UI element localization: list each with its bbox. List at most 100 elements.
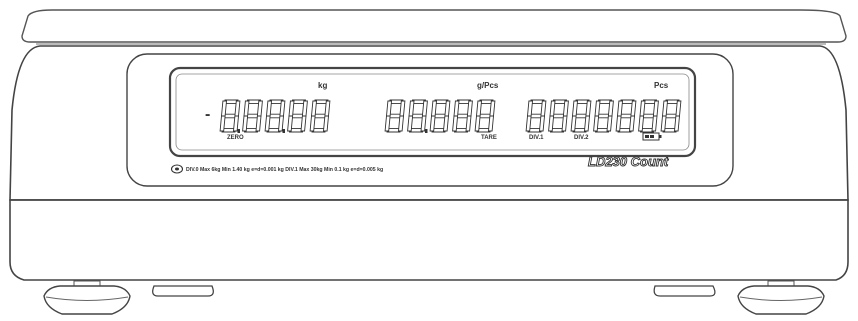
lcd-segment	[397, 115, 404, 132]
lcd-segment	[548, 115, 555, 132]
approval-mark-icon	[170, 164, 184, 174]
lcd-segment	[660, 115, 667, 132]
lcd-segment	[638, 115, 645, 132]
lcd-segment	[243, 100, 250, 117]
count-digit	[570, 99, 592, 133]
decimal-separator	[237, 129, 240, 133]
lcd-segment	[407, 115, 414, 132]
lcd-segment	[489, 100, 496, 117]
lcd-segment	[476, 100, 483, 117]
lcd-segment	[639, 100, 646, 117]
lcd-segment	[527, 100, 534, 117]
foot-left	[43, 280, 131, 315]
lcd-segment	[431, 100, 438, 117]
lcd-segment	[429, 115, 436, 132]
lcd-segment	[324, 100, 331, 117]
lcd-segment	[630, 100, 637, 117]
lcd-segment	[487, 115, 494, 132]
count-digit	[638, 99, 659, 133]
lcd-segment	[572, 100, 579, 117]
lcd-segment	[421, 100, 428, 117]
lcd-segment	[234, 100, 241, 117]
weighing-platter	[21, 9, 847, 43]
lcd-segment	[309, 115, 316, 132]
lcd-segment	[675, 100, 682, 117]
unit-weight-digit	[407, 99, 428, 133]
model-name: LD230 Count	[588, 154, 669, 169]
lcd-segment	[399, 100, 406, 117]
spec-text: DIV.0 Max 6kg Min 1.40 kg e=d=0.001 kg D…	[186, 167, 383, 173]
lcd-segment	[583, 115, 590, 132]
lcd-segment	[322, 115, 329, 132]
unit-label-kg: kg	[318, 81, 327, 90]
tare-indicator: TARE	[481, 135, 497, 141]
lcd-segment	[540, 100, 547, 117]
lcd-segment	[561, 115, 568, 132]
unit-weight-digit	[474, 99, 496, 133]
weight-digit	[219, 99, 241, 133]
weight-digit	[309, 99, 331, 133]
scale-body-lower	[9, 199, 849, 281]
lcd-segment	[525, 115, 532, 132]
lcd-segment	[242, 115, 249, 132]
foot-right	[737, 280, 825, 315]
zero-indicator: ZERO	[227, 135, 244, 141]
weight-digit-group	[219, 99, 331, 133]
lcd-segment	[311, 100, 318, 117]
battery-icon	[642, 132, 662, 141]
lcd-segment	[219, 115, 226, 132]
lcd-segment	[562, 100, 569, 117]
lcd-segment	[452, 115, 459, 132]
lcd-segment	[652, 100, 659, 117]
lcd-segment	[300, 115, 307, 132]
minus-sign-indicator: -	[205, 106, 210, 123]
lcd-segment	[255, 115, 262, 132]
count-digit-group	[525, 99, 682, 133]
lcd-segment	[615, 115, 622, 132]
lcd-segment	[442, 115, 449, 132]
lcd-segment	[444, 100, 451, 117]
weight-digit	[242, 99, 263, 133]
lcd-segment	[384, 115, 391, 132]
count-digit	[660, 99, 682, 133]
lcd-segment	[570, 115, 577, 132]
div2-indicator: DIV.2	[574, 135, 589, 141]
unit-label-pcs: Pcs	[654, 81, 669, 90]
lcd-segment	[538, 115, 545, 132]
lcd-segment	[256, 100, 263, 117]
div1-indicator: DIV.1	[529, 135, 544, 141]
lcd-segment	[232, 115, 239, 132]
lcd-segment	[651, 115, 658, 132]
pad-left	[152, 285, 214, 297]
lcd-segment	[386, 100, 393, 117]
unit-weight-digit-group	[384, 99, 496, 133]
lcd-segment	[453, 100, 460, 117]
lcd-segment	[607, 100, 614, 117]
lcd-segment	[287, 115, 294, 132]
lcd-segment	[277, 115, 284, 132]
lcd-segment	[264, 115, 271, 132]
decimal-separator	[425, 129, 428, 133]
unit-weight-digit	[452, 99, 473, 133]
lcd-segment	[673, 115, 680, 132]
decimal-separator	[282, 129, 285, 133]
count-digit	[615, 99, 637, 133]
lcd-segment	[594, 100, 601, 117]
lcd-segment	[266, 100, 273, 117]
lcd-segment	[617, 100, 624, 117]
lcd-segment	[466, 100, 473, 117]
lcd-segment	[288, 100, 295, 117]
lcd-segment	[593, 115, 600, 132]
unit-weight-digit	[429, 99, 451, 133]
lcd-segment	[628, 115, 635, 132]
count-digit	[548, 99, 569, 133]
lcd-segment	[420, 115, 427, 132]
lcd-segment	[606, 115, 613, 132]
lcd-segment	[662, 100, 669, 117]
lcd-segment	[221, 100, 228, 117]
lcd-segment	[301, 100, 308, 117]
lcd-segment	[474, 115, 481, 132]
unit-weight-digit	[384, 99, 406, 133]
lcd-segment	[408, 100, 415, 117]
